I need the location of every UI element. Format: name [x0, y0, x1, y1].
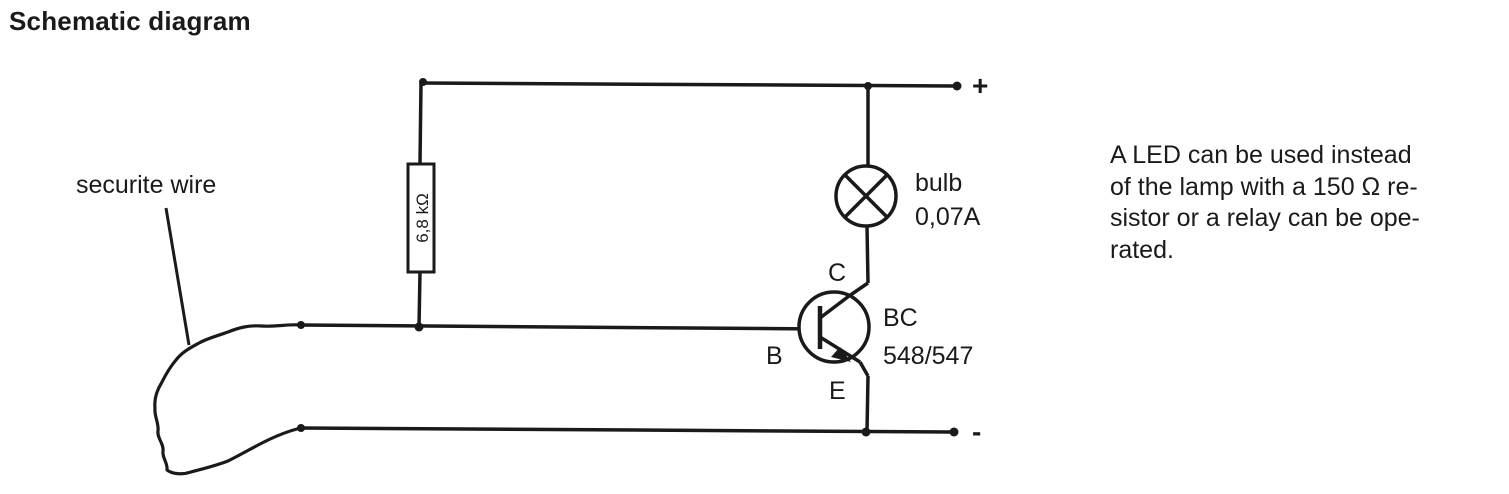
securite-wire-label: securite wire [76, 171, 216, 199]
note-line-4: rated. [1110, 235, 1174, 264]
diagram-heading: Schematic diagram [9, 6, 251, 36]
base-line-left-node [297, 321, 305, 329]
note-line-1: A LED can be used instead [1110, 141, 1412, 169]
base-label: B [766, 342, 783, 370]
negative-terminal-label: - [972, 416, 981, 447]
transistor-type-label-2: 548/547 [883, 342, 973, 370]
bulb-bottom-lead [865, 225, 870, 284]
emitter-lead [865, 375, 870, 433]
emitter-arrow [831, 347, 851, 362]
note-line-3: sistor or a relay can be ope- [1110, 204, 1420, 232]
emitter-junction [861, 427, 871, 437]
resistor-body [406, 162, 436, 274]
positive-terminal-label: + [972, 70, 988, 101]
resistor-value-label: 6,8 kΩ [413, 193, 432, 243]
emitter-lead-bend [858, 361, 870, 377]
transistor-collector-leg [818, 294, 851, 320]
led-note: A LED can be used instead of the lamp wi… [1110, 140, 1502, 266]
base-line [299, 323, 821, 331]
collector-label: C [828, 259, 846, 287]
negative-terminal-dot [949, 427, 959, 437]
collector-lead [848, 281, 869, 298]
bulb-name-label: bulb [915, 169, 962, 197]
transistor-type-label-1: BC [883, 304, 918, 332]
positive-rail [420, 81, 955, 88]
note-line-2: of the lamp with a 150 Ω re- [1110, 172, 1418, 201]
securite-wire-loop [153, 323, 302, 476]
emitter-label: E [829, 377, 846, 405]
transistor-symbol [797, 290, 871, 364]
positive-terminal-dot [952, 81, 962, 91]
resistor-top-lead [418, 82, 423, 165]
negative-rail [300, 426, 953, 434]
bulb-cross-b [843, 173, 889, 219]
bulb-current-label: 0,07A [915, 203, 981, 231]
wire-label-leader [164, 207, 191, 346]
resistor-bottom-lead [417, 271, 422, 328]
